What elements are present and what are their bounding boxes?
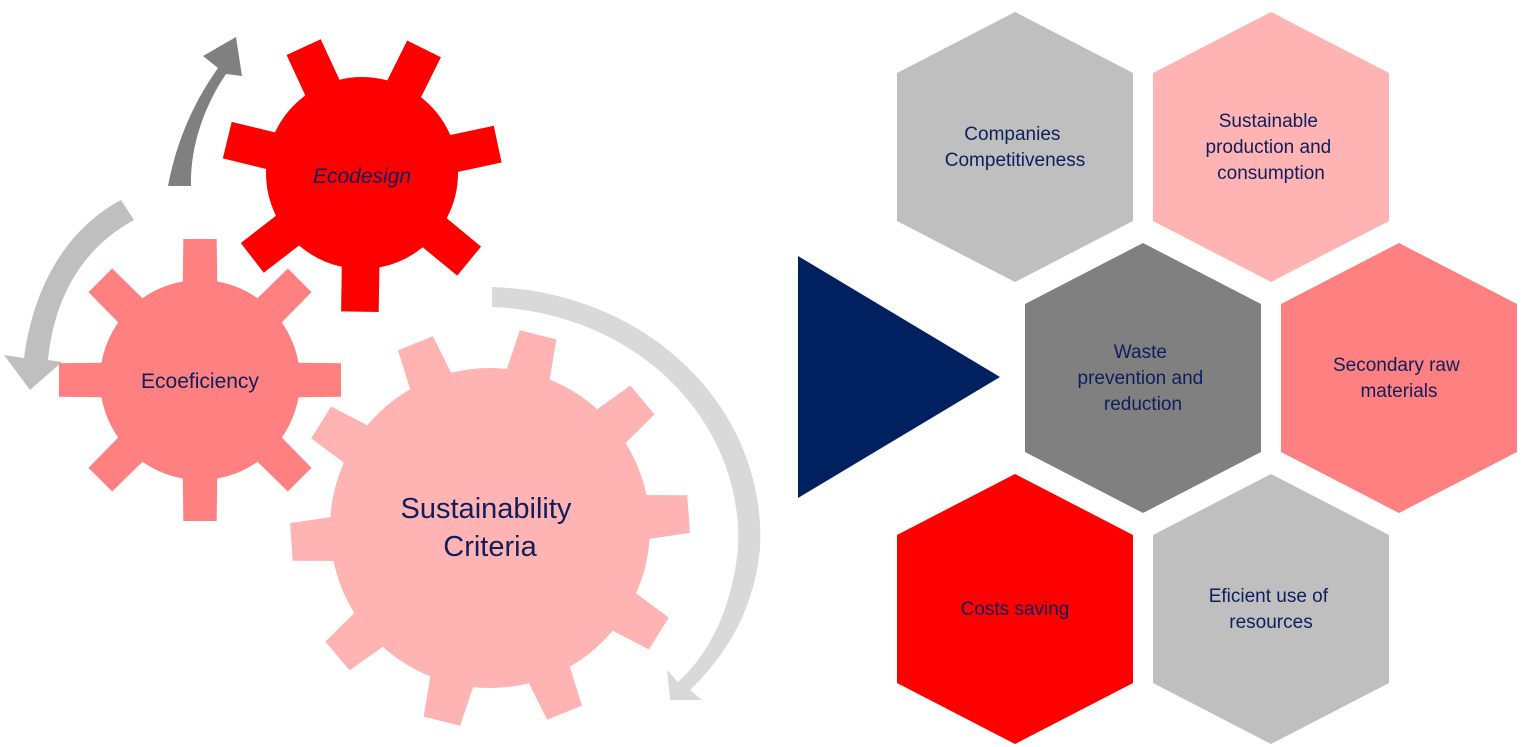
curved-arrow-right	[492, 287, 761, 700]
hex-label-sustainable-production: Sustainable production and consumption	[1206, 111, 1337, 184]
gear-label-ecoeficiency: Ecoeficiency	[141, 370, 259, 393]
curved-arrow-left	[4, 200, 134, 390]
hex-secondary-raw-materials	[1281, 243, 1517, 513]
hex-sustainable-production	[1153, 12, 1389, 282]
hex-label-secondary-raw-materials: Secondary raw materials	[1333, 355, 1465, 402]
gear-ecoeficiency	[59, 239, 341, 521]
hex-label-companies-competitiveness: Companies Competitiveness	[945, 124, 1085, 171]
gear-label-ecodesign: Ecodesign	[313, 165, 411, 188]
hex-costs-saving	[897, 474, 1133, 744]
hex-label-costs-saving: Costs saving	[961, 599, 1070, 620]
pointer-triangle	[798, 256, 1000, 498]
hex-label-eficient-use: Eficient use of resources	[1209, 586, 1334, 633]
curved-arrow-top	[168, 37, 242, 186]
hex-waste-prevention	[1025, 243, 1261, 513]
hex-eficient-use	[1153, 474, 1389, 744]
gear-label-sustainability-criteria: Sustainability Criteria	[401, 493, 580, 563]
gear-sustainability-criteria	[290, 330, 690, 726]
hex-label-waste-prevention: Waste prevention and reduction	[1078, 342, 1209, 415]
hex-companies-competitiveness	[897, 12, 1133, 282]
gear-ecodesign	[222, 39, 502, 312]
